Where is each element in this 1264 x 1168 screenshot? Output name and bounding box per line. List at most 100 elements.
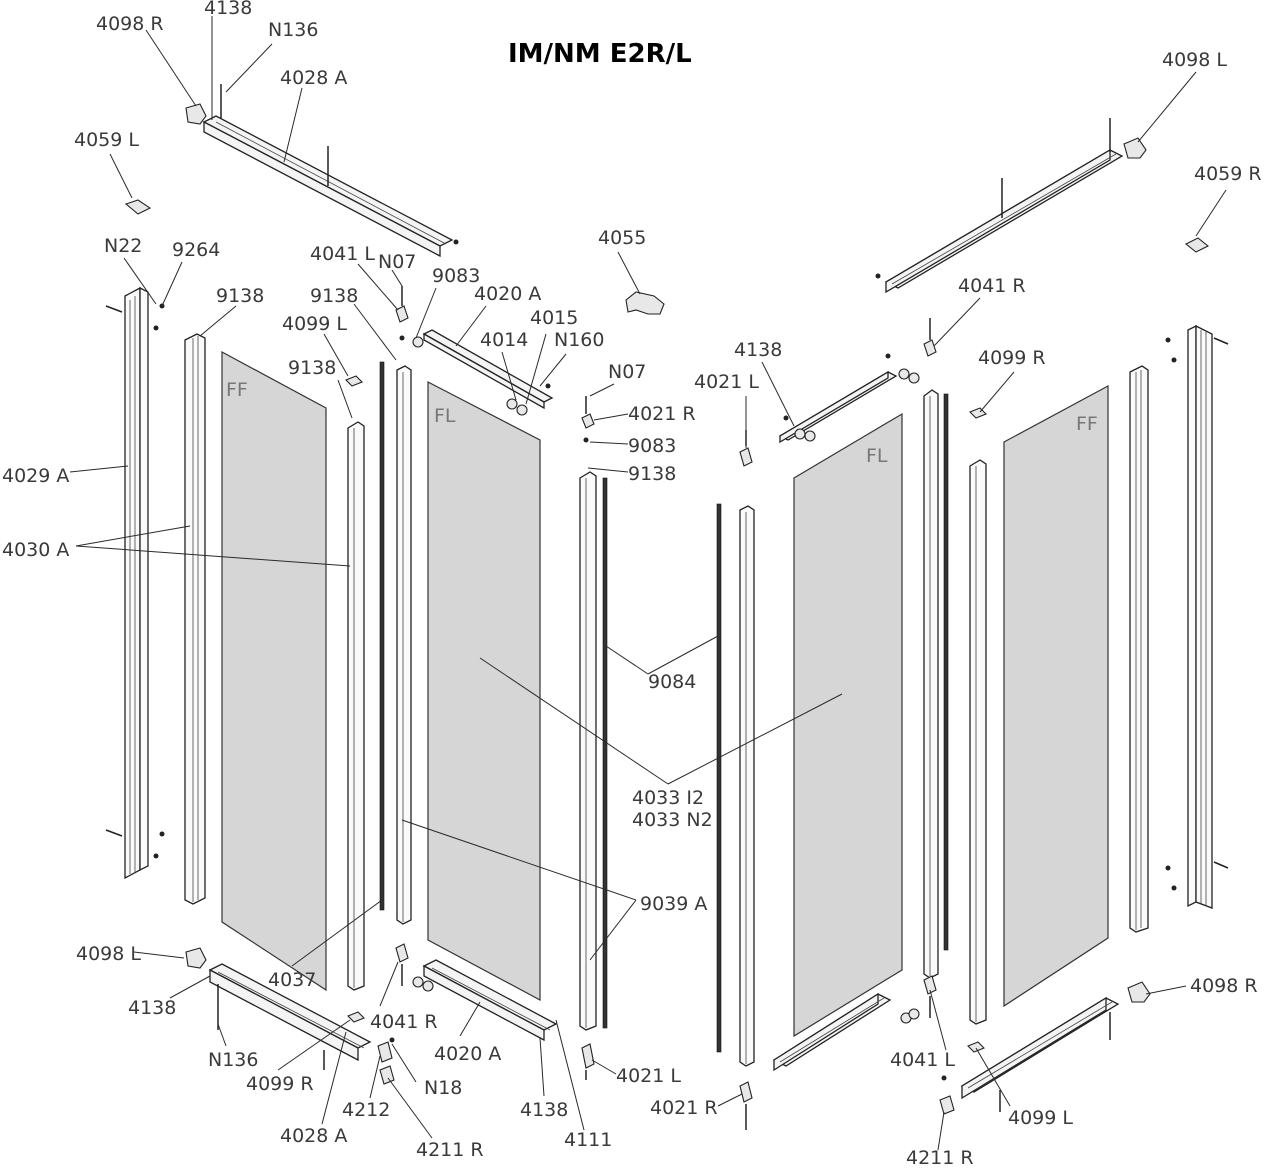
label-4212: 4212	[342, 1099, 390, 1121]
label-4041r-bottom: 4041 R	[370, 1011, 438, 1033]
label-4020a-bottom: 4020 A	[434, 1043, 501, 1065]
hinge-4041r-bottom	[395, 943, 409, 963]
glass-panel-ff-right	[1003, 384, 1109, 1008]
seal-9084-right	[716, 503, 722, 1053]
label-4029a: 4029 A	[2, 465, 69, 487]
profile-4030a-right-inner	[969, 459, 987, 1025]
door-rail-right-bottom	[772, 992, 892, 1072]
label-4098l-bottom: 4098 L	[76, 943, 141, 965]
label-4059r: 4059 R	[1194, 163, 1262, 185]
label-4041l-bottom: 4041 L	[890, 1049, 955, 1071]
clip-4099r-bottom	[347, 1011, 365, 1023]
end-cap-4098r-bottom	[1127, 981, 1151, 1003]
label-4033i2: 4033 I2	[632, 787, 704, 809]
label-4099l-top: 4099 L	[282, 313, 347, 335]
profile-4030a-left-outer	[184, 333, 206, 905]
door-profile-left-mid	[579, 471, 597, 1031]
label-n160: N160	[554, 329, 604, 351]
glass-label-ff-right: FF	[1076, 413, 1098, 435]
label-9138-d: 9138	[628, 463, 676, 485]
door-rail-left-bottom	[422, 959, 558, 1042]
label-9039a: 9039 A	[640, 893, 707, 915]
clip-4099r-top	[969, 407, 987, 419]
handle-4021r-top	[581, 413, 595, 429]
door-profile-left	[396, 365, 412, 925]
label-9138-b: 9138	[310, 285, 358, 307]
label-4021l-bottom: 4021 L	[616, 1065, 681, 1087]
glass-panel-ff-left	[221, 350, 327, 992]
label-4030a: 4030 A	[2, 539, 69, 561]
label-4037: 4037	[268, 969, 316, 991]
label-4111: 4111	[564, 1129, 612, 1151]
label-n136-top: N136	[268, 19, 318, 41]
leader-lines	[69, 16, 1227, 1151]
top-rail-right	[884, 148, 1124, 294]
label-9083-b: 9083	[628, 435, 676, 457]
glass-label-fl-left: FL	[434, 405, 456, 427]
label-4021r-top: 4021 R	[628, 403, 696, 425]
screws	[105, 84, 1229, 1130]
label-4099r-top: 4099 R	[978, 347, 1046, 369]
label-4033n2: 4033 N2	[632, 809, 713, 831]
label-4098l-top: 4098 L	[1162, 49, 1227, 71]
label-n18: N18	[424, 1077, 462, 1099]
handle-4021l-top	[739, 447, 753, 467]
label-9264: 9264	[172, 239, 220, 261]
label-4138-top: 4138	[204, 0, 252, 19]
label-4020a-top: 4020 A	[474, 283, 541, 305]
profile-4030a-left-inner	[347, 421, 365, 991]
clip-4099l-top	[345, 375, 363, 387]
label-4014: 4014	[480, 329, 528, 351]
label-n22: N22	[104, 235, 142, 257]
end-cap-4098r-top	[185, 103, 207, 125]
block-4211r-left	[379, 1065, 395, 1085]
bottom-rail-right	[960, 996, 1120, 1100]
small-fasteners	[153, 239, 1177, 1081]
label-4041l-top: 4041 L	[310, 243, 375, 265]
label-9084: 9084	[648, 671, 696, 693]
label-4138-bottom-left: 4138	[128, 997, 176, 1019]
seal-4037-left	[379, 361, 385, 911]
label-4138-bottom-mid: 4138	[520, 1099, 568, 1121]
label-4211r-right: 4211 R	[906, 1147, 974, 1168]
block-4212	[377, 1041, 393, 1063]
hinge-4041l-bottom	[923, 975, 937, 995]
wall-profile-right	[1187, 324, 1213, 909]
door-profile-right-mid	[739, 505, 755, 1067]
glass-panel-fl-left	[427, 381, 541, 1002]
glass-label-ff-left: FF	[226, 379, 248, 401]
door-rail-left-top	[422, 329, 554, 410]
glass-panel-fl-right	[793, 412, 903, 1038]
handle-4021r-bottom	[739, 1081, 753, 1103]
label-4098r-bottom: 4098 R	[1190, 975, 1258, 997]
label-4041r-top: 4041 R	[958, 275, 1026, 297]
label-4021l-top: 4021 L	[694, 371, 759, 393]
label-n07-b: N07	[608, 361, 646, 383]
label-4138-mid: 4138	[734, 339, 782, 361]
glass-label-fl-right: FL	[866, 445, 888, 467]
label-9138-a: 9138	[216, 285, 264, 307]
label-4015: 4015	[530, 307, 578, 329]
diagram-title: IM/NM E2R/L	[508, 39, 692, 69]
seal-9084-left	[602, 477, 608, 1029]
rollers	[412, 336, 920, 1024]
label-4028a-top: 4028 A	[280, 67, 347, 89]
handle-4021l-bottom	[581, 1043, 595, 1069]
bottom-rail-left	[208, 963, 372, 1062]
label-4028a-bottom: 4028 A	[280, 1125, 347, 1147]
label-4098r-top: 4098 R	[96, 13, 164, 35]
cover-4059r	[1184, 237, 1210, 253]
hinge-4041l-top	[395, 305, 409, 323]
wall-profile-left	[124, 286, 149, 880]
door-profile-right	[923, 389, 939, 979]
label-4055: 4055	[598, 227, 646, 249]
label-4099l-bottom: 4099 L	[1008, 1107, 1073, 1129]
door-rail-right-top	[778, 370, 898, 444]
seal-4037-right	[943, 393, 949, 951]
label-4099r-bottom: 4099 R	[246, 1073, 314, 1095]
cover-4059l	[124, 199, 152, 215]
profile-4030a-right-outer	[1129, 365, 1149, 933]
label-4211r-left: 4211 R	[416, 1139, 484, 1161]
clip-4099l-bottom	[967, 1041, 985, 1053]
